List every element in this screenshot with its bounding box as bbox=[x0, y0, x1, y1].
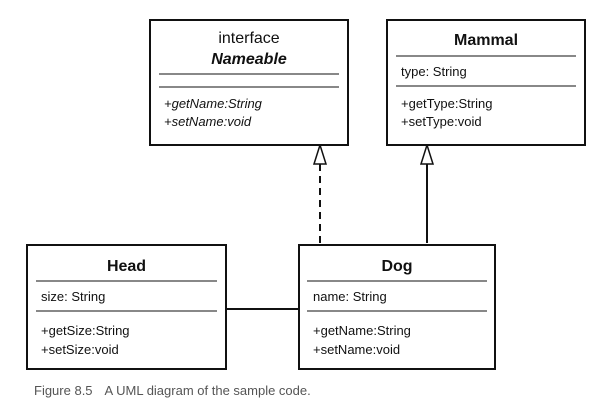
figure-number: Figure 8.5 bbox=[34, 383, 93, 398]
mammal-class-box: Mammal type: String +getType:String +set… bbox=[386, 19, 586, 146]
realization-arrowhead bbox=[312, 142, 328, 165]
head-class-box: Head size: String +getSize:String +setSi… bbox=[26, 244, 227, 370]
dog-operation: +getName:String bbox=[313, 323, 411, 338]
nameable-operation: +getName:String bbox=[164, 96, 263, 111]
figure-caption-text: A UML diagram of the sample code. bbox=[104, 383, 311, 398]
dog-operation: +setName:void bbox=[313, 342, 400, 357]
nameable-operation: +setName:void bbox=[164, 114, 252, 129]
head-attribute: size: String bbox=[41, 289, 105, 304]
mammal-operation: +setType:void bbox=[401, 114, 482, 129]
head-name: Head bbox=[107, 258, 146, 275]
generalization-arrowhead bbox=[419, 142, 435, 165]
head-operation: +setSize:void bbox=[41, 342, 119, 357]
nameable-interface-box: interface Nameable +getName:String +setN… bbox=[149, 19, 349, 146]
head-operation: +getSize:String bbox=[41, 323, 130, 338]
dog-class-box: Dog name: String +getName:String +setNam… bbox=[298, 244, 496, 370]
nameable-stereotype: interface bbox=[218, 30, 279, 47]
dog-attribute: name: String bbox=[313, 289, 387, 304]
mammal-attribute: type: String bbox=[401, 64, 467, 79]
nameable-name: Nameable bbox=[211, 51, 287, 68]
dog-name: Dog bbox=[381, 258, 412, 275]
mammal-operation: +getType:String bbox=[401, 96, 492, 111]
mammal-name: Mammal bbox=[454, 32, 518, 49]
uml-diagram: interface Nameable +getName:String +setN… bbox=[26, 19, 586, 370]
figure-caption: Figure 8.5 A UML diagram of the sample co… bbox=[34, 383, 311, 398]
